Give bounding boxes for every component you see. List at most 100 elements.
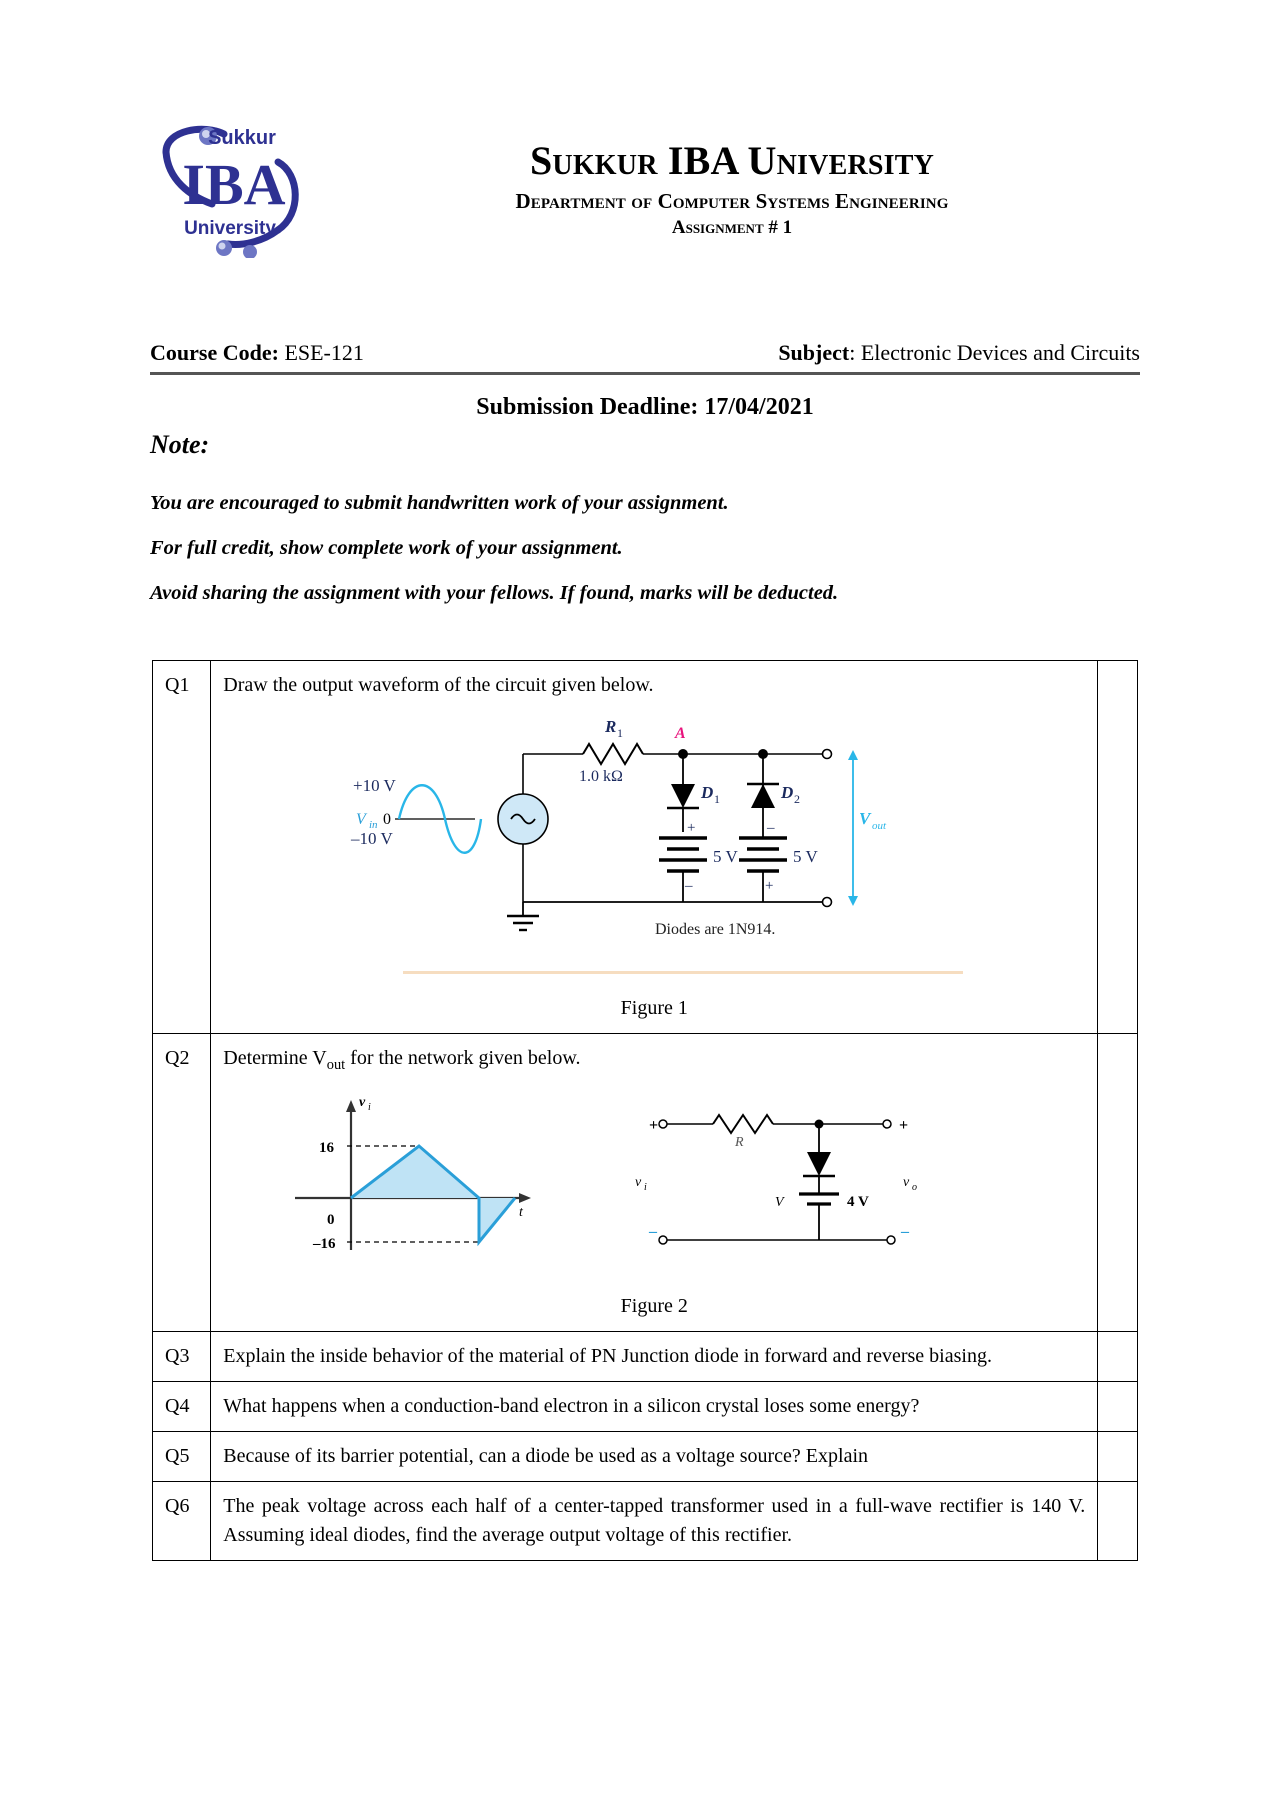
fig1-vplus-label: +10 V: [353, 776, 397, 795]
marks-cell[interactable]: [1097, 1330, 1138, 1382]
notes-list: You are encouraged to submit handwritten…: [150, 492, 1140, 627]
marks-cell[interactable]: [1097, 1380, 1138, 1432]
course-code-value: ESE-121: [278, 340, 364, 365]
svg-text:out: out: [872, 820, 887, 832]
svg-text:v: v: [635, 1175, 642, 1190]
fig1-diode-d2: [751, 784, 776, 808]
fig1-resistor-r1: [582, 742, 645, 766]
svg-text:i: i: [644, 1182, 647, 1193]
figure-1-underline: [403, 971, 964, 974]
department-name: Department of Computer Systems Engineeri…: [515, 189, 949, 214]
svg-text:1: 1: [714, 792, 720, 806]
q2-text-sub: out: [326, 1057, 346, 1073]
svg-text:+: +: [765, 878, 773, 894]
table-row: Q2 Determine Vout for the network given …: [151, 1033, 1138, 1332]
question-id: Q1: [151, 660, 212, 1034]
svg-text:+: +: [687, 820, 695, 836]
header-divider: [150, 372, 1140, 375]
question-text: Because of its barrier potential, can a …: [210, 1430, 1099, 1482]
svg-text:V: V: [859, 809, 872, 828]
fig1-node-a-label: A: [674, 725, 686, 742]
svg-text:0: 0: [327, 1212, 335, 1228]
svg-text:2: 2: [794, 792, 800, 806]
question-text: The peak voltage across each half of a c…: [210, 1480, 1099, 1561]
svg-text:–: –: [648, 1223, 658, 1240]
fig1-diode-note: Diodes are 1N914.: [655, 921, 775, 938]
svg-text:V: V: [356, 811, 368, 828]
assignment-number: Assignment # 1: [671, 217, 793, 239]
fig1-resistor-value: 1.0 kΩ: [579, 768, 623, 785]
svg-text:+: +: [649, 1117, 658, 1134]
svg-text:0: 0: [383, 811, 391, 828]
svg-text:–: –: [766, 820, 775, 836]
question-text: Determine Vout for the network given bel…: [223, 1044, 1085, 1076]
header-titles: Sukkur IBA University Department of Comp…: [318, 118, 1140, 239]
note-item: Avoid sharing the assignment with your f…: [150, 582, 839, 604]
marks-cell[interactable]: [1097, 1033, 1138, 1332]
subject: Subject: Electronic Devices and Circuits: [778, 340, 1140, 366]
document-header: Sukkur IBA University Sukkur IBA Univers…: [150, 118, 1140, 258]
svg-text:in: in: [369, 819, 378, 831]
svg-text:i: i: [368, 1102, 371, 1113]
svg-text:t: t: [519, 1205, 524, 1220]
questions-table: Q1 Draw the output waveform of the circu…: [151, 660, 1138, 1561]
svg-text:o: o: [912, 1182, 917, 1193]
svg-text:+: +: [899, 1117, 908, 1134]
svg-text:–: –: [684, 878, 693, 894]
question-id: Q5: [151, 1430, 212, 1482]
svg-text:University: University: [184, 218, 276, 239]
question-id: Q3: [151, 1330, 212, 1382]
marks-cell[interactable]: [1097, 660, 1138, 1034]
svg-text:Sukkur: Sukkur: [208, 127, 276, 149]
svg-text:R: R: [734, 1135, 744, 1150]
svg-text:v: v: [903, 1175, 910, 1190]
figure-1: +10 V –10 V V in 0: [223, 716, 1085, 988]
table-row: Q5 Because of its barrier potential, can…: [151, 1430, 1138, 1482]
q2-text-post: for the network given below.: [345, 1047, 581, 1069]
university-logo: Sukkur IBA University: [150, 118, 318, 258]
marks-cell[interactable]: [1097, 1480, 1138, 1561]
svg-text:16: 16: [319, 1140, 335, 1156]
svg-text:4 V: 4 V: [847, 1194, 869, 1210]
university-name: Sukkur IBA University: [529, 138, 935, 183]
svg-text:R: R: [604, 717, 616, 736]
subject-label: Subject: [778, 340, 850, 365]
svg-text:v: v: [359, 1095, 366, 1110]
fig1-battery1-value: 5 V: [713, 847, 738, 866]
course-info-row: Course Code: ESE-121 Subject: Electronic…: [150, 340, 1140, 366]
figure-1-caption: Figure 1: [620, 997, 688, 1019]
svg-text:IBA: IBA: [182, 152, 285, 217]
table-row: Q6 The peak voltage across each half of …: [151, 1480, 1138, 1561]
question-text: Explain the inside behavior of the mater…: [210, 1330, 1099, 1382]
figure-1-circuit: +10 V –10 V V in 0: [350, 717, 887, 938]
figure-2-graphic: v i t 16 0 –16: [295, 1095, 917, 1252]
question-text: What happens when a conduction-band elec…: [210, 1380, 1099, 1432]
fig1-vminus-label: –10 V: [350, 829, 393, 848]
table-row: Q1 Draw the output waveform of the circu…: [151, 660, 1138, 1034]
figure-2-caption: Figure 2: [620, 1294, 688, 1317]
question-text: Draw the output waveform of the circuit …: [223, 674, 654, 696]
svg-text:1: 1: [617, 726, 623, 740]
svg-text:V: V: [775, 1195, 785, 1210]
question-id: Q4: [151, 1380, 212, 1432]
fig2-circuit: R + + V 4 V: [635, 1113, 917, 1245]
note-heading: Note:: [150, 430, 210, 459]
submission-deadline: Submission Deadline: 17/04/2021: [476, 394, 814, 420]
table-row: Q4 What happens when a conduction-band e…: [151, 1380, 1138, 1432]
course-code: Course Code: ESE-121: [150, 340, 364, 366]
question-body: Draw the output waveform of the circuit …: [210, 660, 1099, 1034]
marks-cell[interactable]: [1097, 1430, 1138, 1482]
svg-text:–16: –16: [312, 1236, 336, 1252]
question-id: Q6: [151, 1480, 212, 1561]
q2-text-pre: Determine V: [223, 1047, 327, 1069]
iba-logo-icon: Sukkur IBA University: [152, 120, 316, 258]
course-code-label: Course Code:: [150, 340, 279, 365]
figure-2: v i t 16 0 –16: [223, 1090, 1085, 1286]
fig2-waveform-graph: v i t 16 0 –16: [295, 1095, 532, 1252]
subject-value: : Electronic Devices and Circuits: [849, 340, 1140, 365]
question-body: Determine Vout for the network given bel…: [210, 1033, 1099, 1332]
svg-text:D: D: [780, 783, 793, 802]
fig2-resistor: [712, 1113, 775, 1135]
table-row: Q3 Explain the inside behavior of the ma…: [151, 1330, 1138, 1382]
